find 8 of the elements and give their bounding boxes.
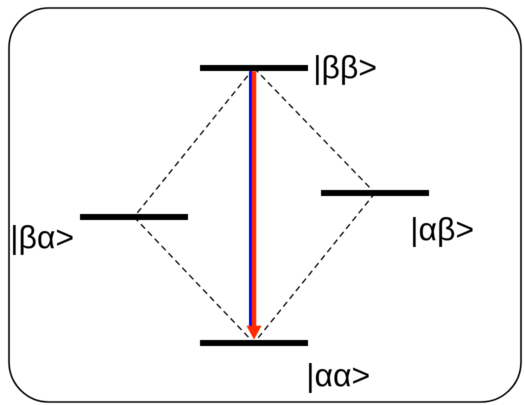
energy-level: |αβ> — [321, 190, 473, 247]
energy-level: |ββ> — [200, 55, 376, 85]
energy-level: |αα> — [200, 340, 369, 393]
node-label: |αα> — [309, 363, 369, 393]
node-label: |βα> — [13, 225, 73, 255]
energy-level: |βα> — [13, 214, 188, 255]
node-label: |ββ> — [316, 55, 376, 85]
node-label: |αβ> — [413, 217, 473, 247]
